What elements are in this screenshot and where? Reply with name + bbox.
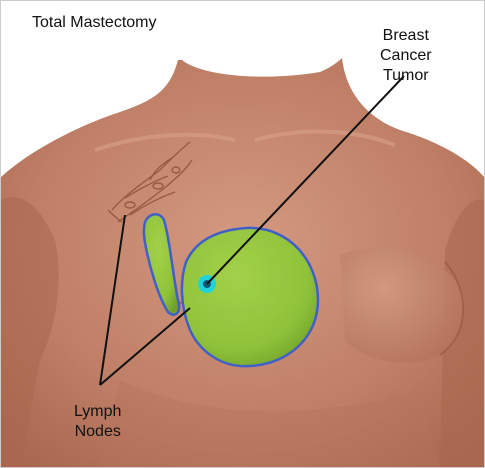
lymph-label-line-1: Lymph bbox=[74, 402, 121, 422]
lymph-label-line-2: Nodes bbox=[74, 422, 121, 442]
lymph-nodes-label: Lymph Nodes bbox=[74, 402, 121, 442]
tumor-label-line-2: Cancer bbox=[380, 46, 432, 66]
diagram-title: Total Mastectomy bbox=[32, 13, 156, 33]
tumor-label-line-1: Breast bbox=[380, 26, 432, 46]
tumor-label: Breast Cancer Tumor bbox=[380, 26, 432, 86]
breast-tissue-removed bbox=[182, 228, 318, 366]
tumor-label-line-3: Tumor bbox=[380, 66, 432, 86]
